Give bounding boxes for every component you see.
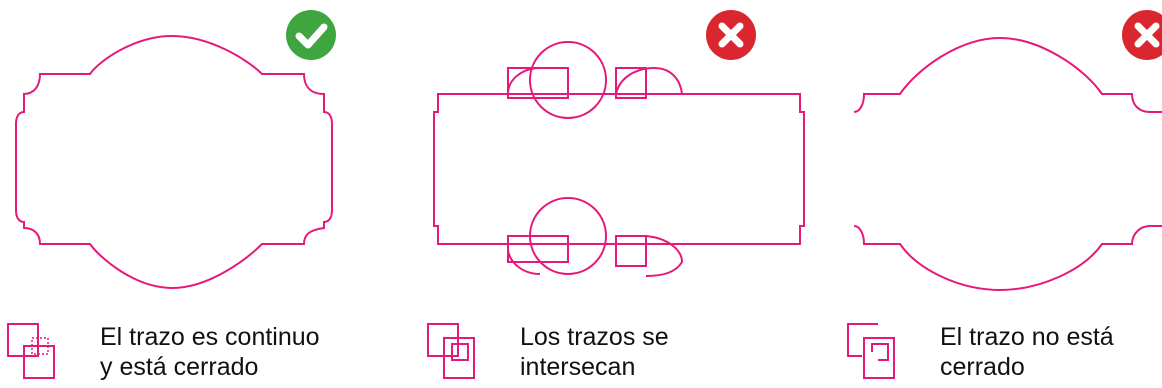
intersecting-strokes-shape [433,41,805,277]
closed-continuous-shape [15,34,333,290]
caption-line-1: El trazo es continuo [100,323,320,351]
open-stroke-shape [853,36,1162,292]
open-path-icon [7,323,55,379]
overlapping-paths-icon [427,323,475,379]
caption-line-1: Los trazos se [520,323,669,351]
caption-line-2: y está cerrado [100,353,259,381]
caption: Los trazos se intersecan [420,318,820,388]
unclosed-path-icon [847,323,895,379]
panel-not-closed: El trazo no está cerrado [840,0,1162,388]
caption-line-2: intersecan [520,353,636,381]
x-mark-icon [1122,10,1162,60]
panel-intersecting: Los trazos se intersecan [420,0,820,388]
x-mark-icon [706,10,756,60]
panel-correct: El trazo es continuo y está cerrado [0,0,400,388]
caption: El trazo es continuo y está cerrado [0,318,400,388]
caption-line-1: El trazo no está [940,323,1114,351]
checkmark-icon [286,10,336,60]
caption: El trazo no está cerrado [840,318,1162,388]
caption-line-2: cerrado [940,353,1025,381]
